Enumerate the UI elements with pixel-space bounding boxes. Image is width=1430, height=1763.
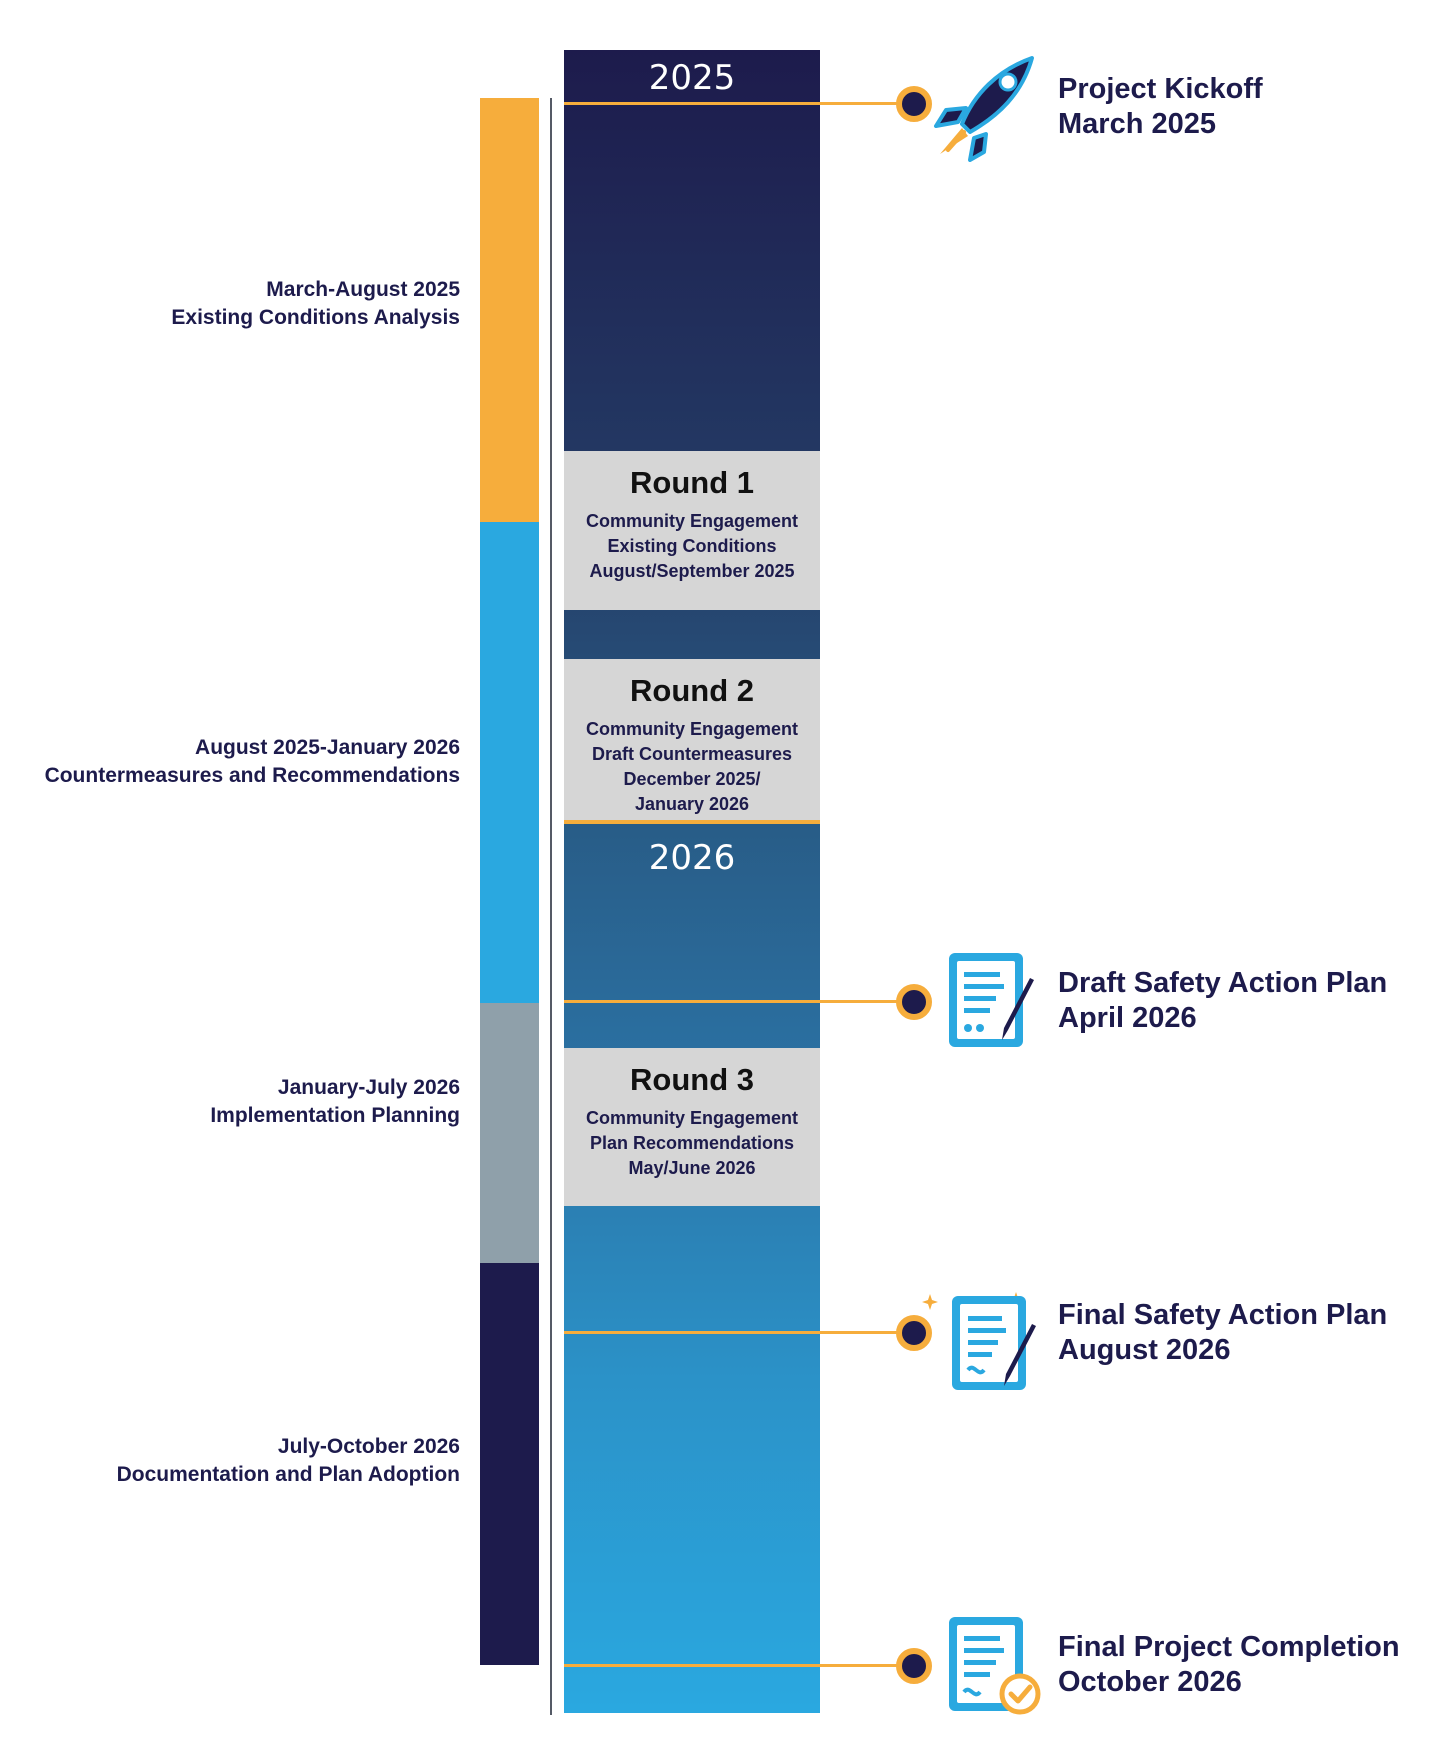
phase-bar-documentation: [480, 1263, 539, 1665]
timeline-column: [564, 50, 820, 1713]
round-line: Community Engagement: [585, 1108, 799, 1128]
milestone-date: March 2025: [1058, 108, 1216, 140]
document-pen-icon: [946, 950, 1040, 1057]
round-1-box: Round 1 Community Engagement Existing Co…: [564, 451, 820, 610]
phase-name: Existing Conditions Analysis: [171, 306, 460, 329]
milestone-connector: [564, 102, 914, 105]
milestone-title: Draft Safety Action Plan: [1058, 967, 1388, 999]
milestone-date: April 2026: [1058, 1002, 1197, 1034]
milestone-kickoff: Project Kickoff March 2025: [1058, 72, 1263, 142]
phase-name: Countermeasures and Recommendations: [44, 764, 460, 787]
phase-label-existing-conditions: March-August 2025 Existing Conditions An…: [0, 276, 460, 332]
milestone-final-plan: Final Safety Action Plan August 2026: [1058, 1298, 1387, 1368]
milestone-title: Project Kickoff: [1058, 73, 1263, 105]
year-separator: [564, 820, 820, 824]
phase-bar-implementation: [480, 1003, 539, 1263]
phase-name: Documentation and Plan Adoption: [116, 1463, 460, 1486]
phase-dates: March-August 2025: [266, 278, 460, 301]
milestone-date: August 2026: [1058, 1334, 1231, 1366]
milestone-title: Final Safety Action Plan: [1058, 1299, 1388, 1331]
phase-name: Implementation Planning: [210, 1104, 460, 1127]
phase-label-countermeasures: August 2025-January 2026 Countermeasures…: [0, 734, 460, 790]
milestone-dot: [896, 86, 932, 122]
phase-dates: January-July 2026: [277, 1076, 460, 1099]
milestone-date: October 2026: [1058, 1666, 1242, 1698]
round-line: Existing Conditions: [607, 536, 777, 556]
phase-dates: August 2025-January 2026: [195, 736, 460, 759]
phase-dates: July-October 2026: [277, 1435, 460, 1458]
milestone-connector: [564, 1331, 914, 1334]
phase-bar-countermeasures: [480, 522, 539, 1003]
round-line: August/September 2025: [589, 561, 795, 581]
round-title: Round 1: [630, 465, 754, 500]
document-check-icon: [946, 1614, 1046, 1723]
milestone-dot: [896, 984, 932, 1020]
round-title: Round 3: [630, 1062, 754, 1097]
year-label-2025: 2025: [648, 58, 736, 98]
phase-label-documentation: July-October 2026 Documentation and Plan…: [0, 1433, 460, 1489]
round-line: Community Engagement: [585, 719, 799, 739]
milestone-completion: Final Project Completion October 2026: [1058, 1630, 1400, 1700]
round-line: December 2025/: [623, 769, 761, 789]
milestone-connector: [564, 1664, 914, 1667]
round-line: Community Engagement: [585, 511, 799, 531]
year-label-2026: 2026: [648, 838, 736, 878]
phase-label-implementation: January-July 2026 Implementation Plannin…: [0, 1074, 460, 1130]
milestone-dot: [896, 1648, 932, 1684]
round-title: Round 2: [630, 673, 754, 708]
timeline-divider: [550, 98, 552, 1715]
round-line: Plan Recommendations: [589, 1133, 795, 1153]
milestone-draft-plan: Draft Safety Action Plan April 2026: [1058, 966, 1387, 1036]
document-sparkle-icon: [918, 1290, 1042, 1399]
phase-bar-existing-conditions: [480, 98, 539, 522]
milestone-connector: [564, 1000, 914, 1003]
round-line: January 2026: [634, 794, 750, 814]
round-3-box: Round 3 Community Engagement Plan Recomm…: [564, 1048, 820, 1206]
milestone-dot: [896, 1315, 932, 1351]
round-2-box: Round 2 Community Engagement Draft Count…: [564, 659, 820, 821]
round-line: May/June 2026: [628, 1158, 756, 1178]
milestone-title: Final Project Completion: [1058, 1631, 1400, 1663]
rocket-icon: [928, 54, 1040, 167]
round-line: Draft Countermeasures: [591, 744, 793, 764]
